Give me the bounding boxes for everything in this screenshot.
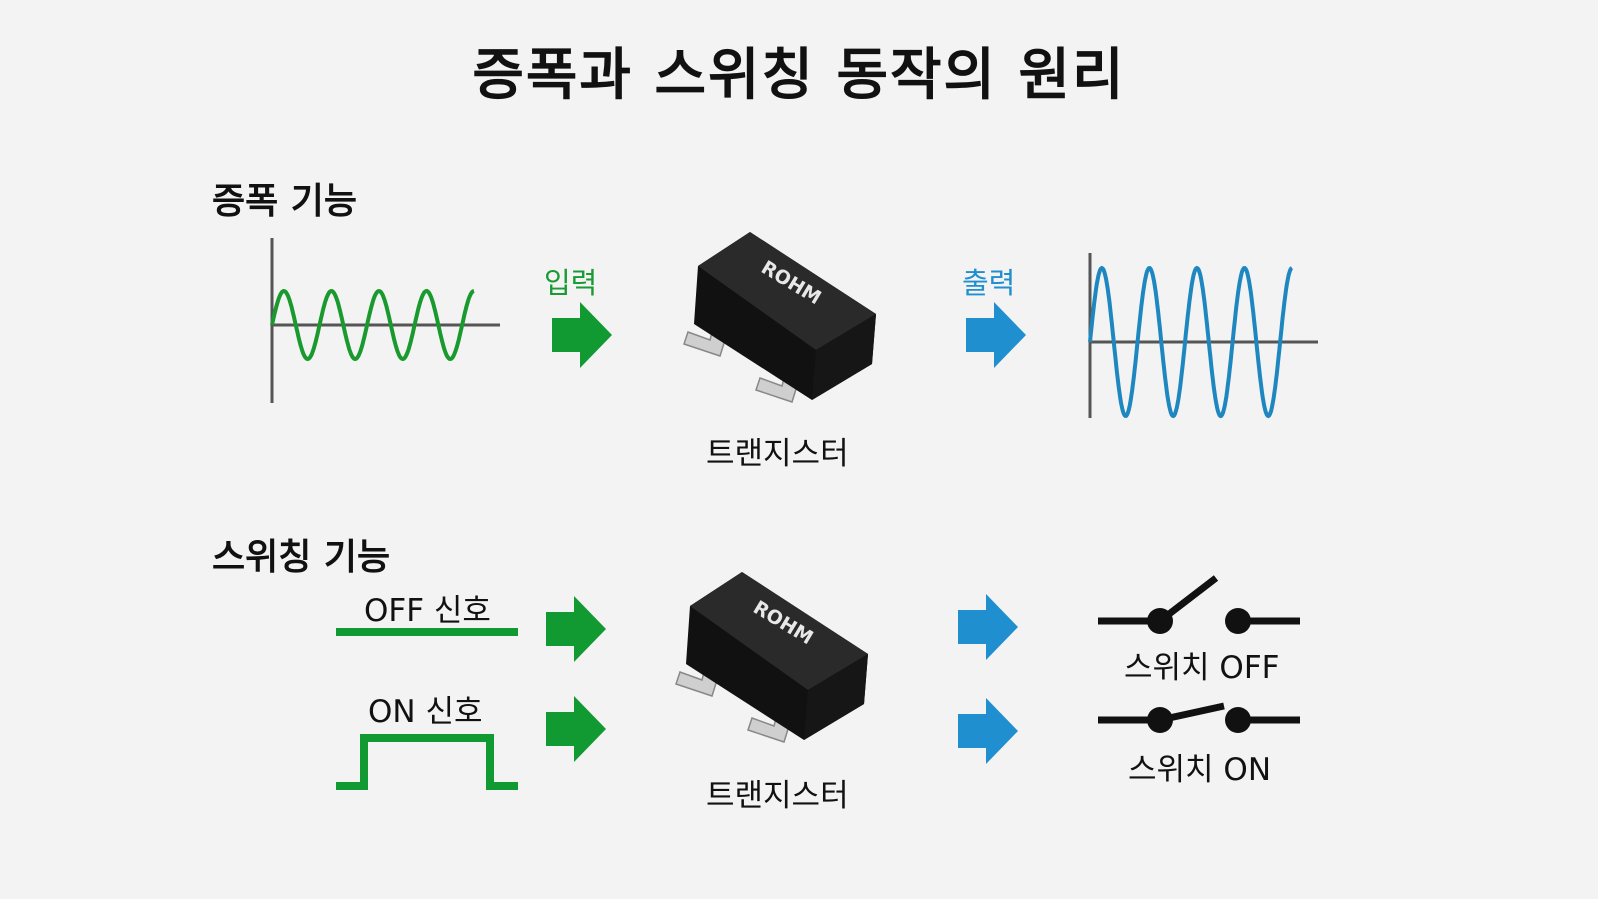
on-signal-label: ON 신호 (368, 694, 483, 730)
off-signal-arrow-icon (546, 596, 606, 662)
off-signal-line (336, 628, 518, 636)
transistor-chip-icon: ROHM (675, 572, 868, 743)
transistor-label: 트랜지스터 (706, 778, 849, 814)
switch-off-label: 스위치 OFF (1124, 650, 1280, 686)
on-signal-pulse (336, 734, 518, 790)
switch-on-icon (1098, 702, 1300, 733)
switching-heading: 스위칭 기능 (212, 537, 391, 578)
switch-off-icon (1098, 575, 1300, 634)
output-arrow-icon (966, 302, 1026, 368)
page-title: 증폭과 스위칭 동작의 원리 (472, 43, 1126, 108)
amplification-heading: 증폭 기능 (212, 181, 358, 222)
input-waveform (270, 238, 500, 403)
output-label: 출력 (962, 266, 1016, 300)
transistor-chip-icon: ROHM (683, 232, 876, 403)
on-signal-arrow-icon (546, 696, 606, 762)
switch-off-arrow-icon (958, 594, 1018, 660)
input-label: 입력 (544, 266, 598, 300)
off-signal-label: OFF 신호 (364, 593, 491, 629)
switch-on-label: 스위치 ON (1128, 752, 1272, 788)
switch-on-arrow-icon (958, 698, 1018, 764)
transistor-label: 트랜지스터 (706, 436, 849, 472)
output-waveform (1088, 253, 1318, 419)
input-arrow-icon (552, 302, 612, 368)
